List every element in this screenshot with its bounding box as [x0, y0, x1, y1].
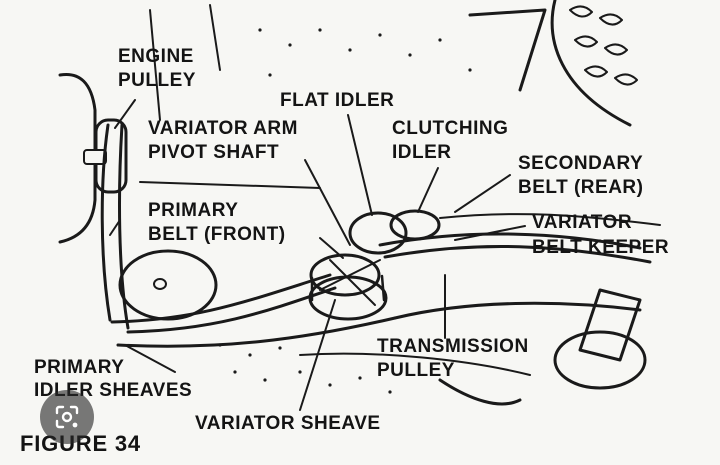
flat-idler	[348, 211, 408, 255]
variator-sheave	[309, 253, 381, 297]
label-secondary-belt-line2: BELT (REAR)	[518, 177, 644, 198]
transmission-shaft	[578, 288, 642, 362]
engine-shaft	[83, 149, 107, 165]
label-transmission-pulley-line2: PULLEY	[377, 360, 455, 381]
label-variator-arm-line1: VARIATOR ARM	[148, 118, 298, 139]
label-primary-belt-line2: BELT (FRONT)	[148, 224, 286, 245]
clutching-idler	[389, 209, 441, 241]
label-variator-keeper-line2: BELT KEEPER	[532, 237, 670, 258]
label-flat-idler: FLAT IDLER	[280, 90, 395, 111]
primary-belt-left	[100, 123, 112, 322]
label-engine-pulley-line2: PULLEY	[118, 70, 196, 91]
front-idler-wheel	[118, 249, 218, 321]
label-variator-sheave: VARIATOR SHEAVE	[195, 413, 381, 434]
label-transmission-pulley-line1: TRANSMISSION	[377, 336, 529, 357]
label-engine-pulley-line1: ENGINE	[118, 46, 194, 67]
label-variator-arm-line2: PIVOT SHAFT	[148, 142, 280, 163]
label-clutching-idler-line2: IDLER	[392, 142, 452, 163]
lens-search-button[interactable]	[40, 390, 94, 444]
secondary-belt	[378, 232, 642, 250]
label-clutching-idler-line1: CLUTCHING	[392, 118, 509, 139]
label-primary-idler-line1: PRIMARY	[34, 357, 125, 378]
primary-belt-lower	[110, 273, 332, 324]
label-variator-keeper-line1: VARIATOR	[532, 212, 633, 233]
label-primary-belt-line1: PRIMARY	[148, 200, 239, 221]
lens-search-icon	[55, 405, 79, 429]
label-secondary-belt-line1: SECONDARY	[518, 153, 644, 174]
